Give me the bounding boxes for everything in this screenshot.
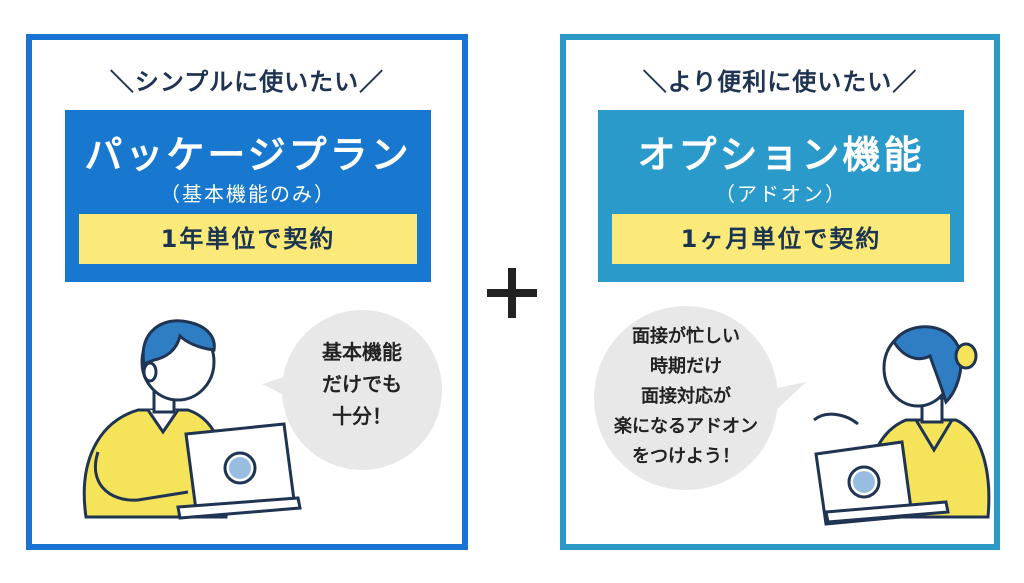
- left-bubble-text: 基本機能 だけでも 十分！: [288, 336, 436, 432]
- package-plan-header: パッケージプラン （基本機能のみ） 1年単位で契約: [65, 110, 431, 282]
- option-features-header: オプション機能 （アドオン） 1ヶ月単位で契約: [598, 110, 964, 282]
- right-bubble-line-4: 楽になるアドオン: [614, 416, 758, 437]
- option-features-title: オプション機能: [637, 133, 925, 177]
- woman-with-laptop-illustration: [813, 325, 991, 526]
- right-bubble-text: 面接が忙しい 時期だけ 面接対応が 楽になるアドオン をつけよう！: [594, 322, 778, 472]
- option-features-subtitle: （アドオン）: [715, 182, 847, 206]
- left-bubble-line-1: 基本機能: [322, 340, 402, 364]
- plus-icon: [487, 268, 537, 318]
- right-bubble-line-5: をつけよう！: [632, 446, 740, 467]
- right-bubble-line-1: 面接が忙しい: [632, 326, 740, 347]
- right-tagline: ＼より便利に使いたい／: [642, 68, 918, 96]
- right-speech-bubble: [594, 306, 806, 490]
- left-bubble-line-2: だけでも: [322, 372, 402, 396]
- right-bubble-line-3: 面接対応が: [641, 386, 731, 407]
- package-plan-subtitle: （基本機能のみ）: [160, 182, 336, 206]
- package-contract-label: 1年単位で契約: [79, 214, 417, 264]
- option-features-panel: ＼より便利に使いたい／ オプション機能 （アドオン） 1ヶ月単位で契約 面接が忙…: [560, 34, 1000, 550]
- option-contract-label: 1ヶ月単位で契約: [612, 214, 950, 264]
- right-bubble-line-2: 時期だけ: [650, 356, 722, 377]
- left-tagline: ＼シンプルに使いたい／: [109, 68, 385, 96]
- left-bubble-line-3: 十分！: [332, 404, 392, 428]
- package-plan-panel: ＼シンプルに使いたい／ パッケージプラン （基本機能のみ） 1年単位で契約 基本…: [26, 34, 468, 550]
- package-plan-title: パッケージプラン: [84, 133, 412, 177]
- man-with-laptop-illustration: [82, 319, 302, 520]
- left-speech-bubble: [262, 310, 442, 470]
